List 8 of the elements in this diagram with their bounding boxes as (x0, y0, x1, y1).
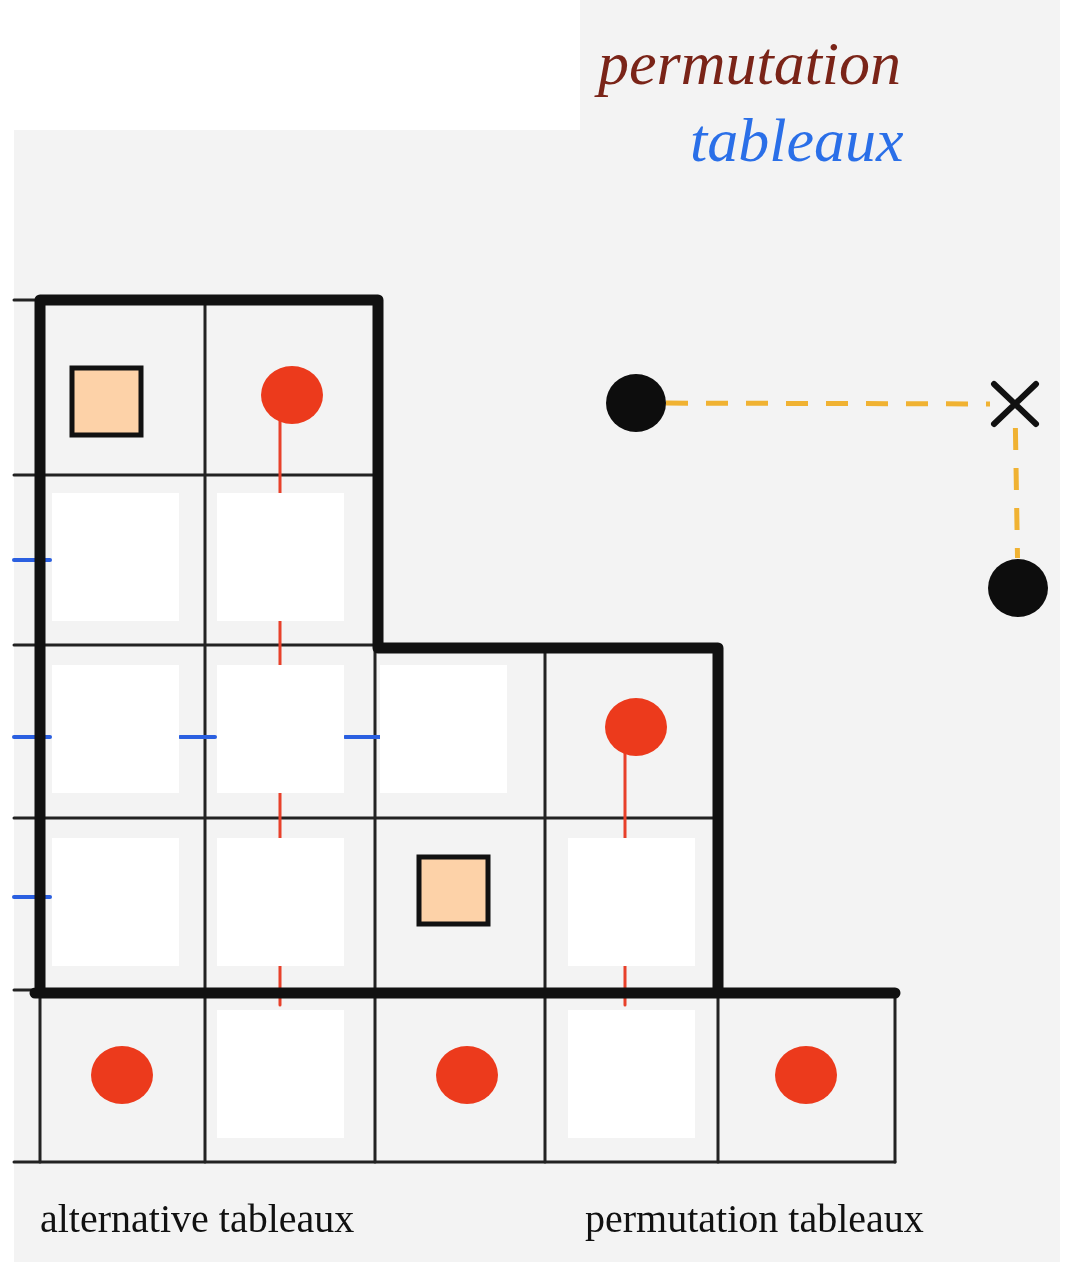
handwritten-heading: tableaux (690, 105, 904, 176)
dashed-line (1012, 427, 1020, 559)
dashed-line (666, 400, 990, 407)
caption-text: alternative tableaux (40, 1195, 355, 1242)
dot (606, 373, 666, 433)
caption-text: permutation tableaux (585, 1195, 924, 1242)
dot (988, 558, 1048, 618)
cross-mark (990, 380, 1040, 428)
